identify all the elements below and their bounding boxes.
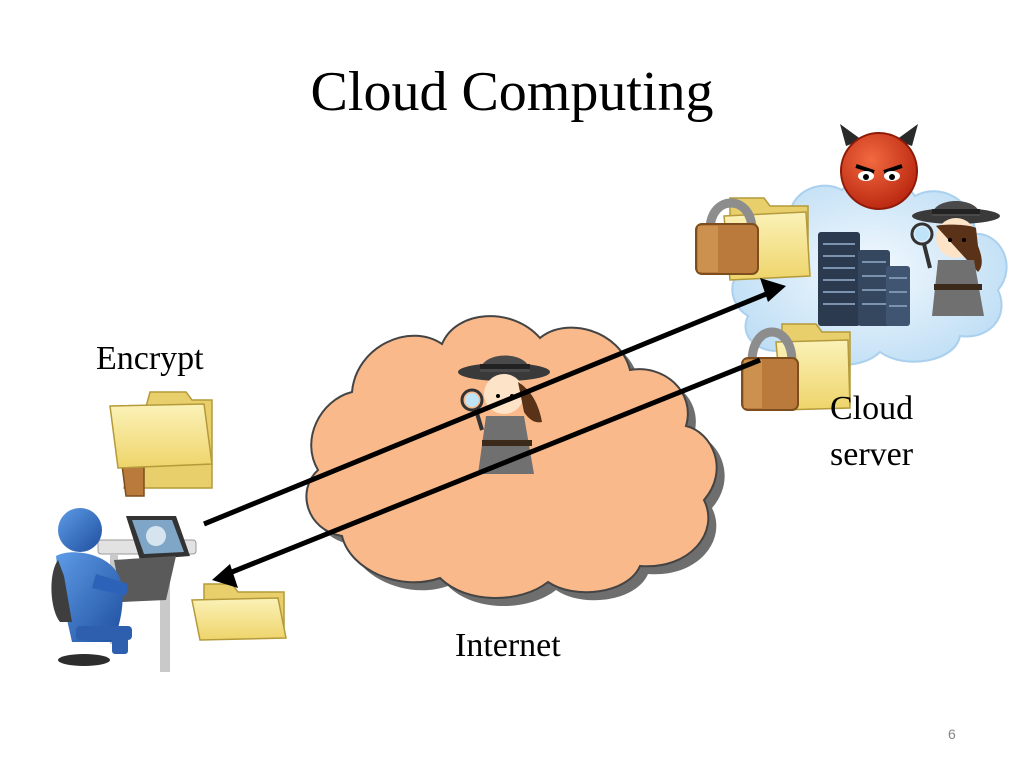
cloud-server-label-line1: Cloud <box>830 390 914 427</box>
locked-folder-icon <box>695 197 811 281</box>
locked-folder-icon <box>741 323 851 411</box>
spy-detective-icon <box>910 201 1000 316</box>
page-number: 6 <box>948 726 956 742</box>
internet-label: Internet <box>455 627 561 664</box>
slide-title: Cloud Computing <box>310 61 714 123</box>
folder-icon <box>191 583 287 641</box>
user-at-computer-icon <box>51 508 197 672</box>
server-rack-icon <box>818 232 910 326</box>
arrow-icon <box>203 278 786 527</box>
cloud-server-label: Cloud server <box>830 386 913 478</box>
encrypt-label: Encrypt <box>96 340 204 377</box>
arrow-icon <box>212 357 761 588</box>
cloud-server-label-line2: server <box>830 435 914 473</box>
spy-detective-icon <box>458 355 550 474</box>
folder-icon <box>109 391 213 497</box>
devil-face-icon <box>840 124 918 210</box>
